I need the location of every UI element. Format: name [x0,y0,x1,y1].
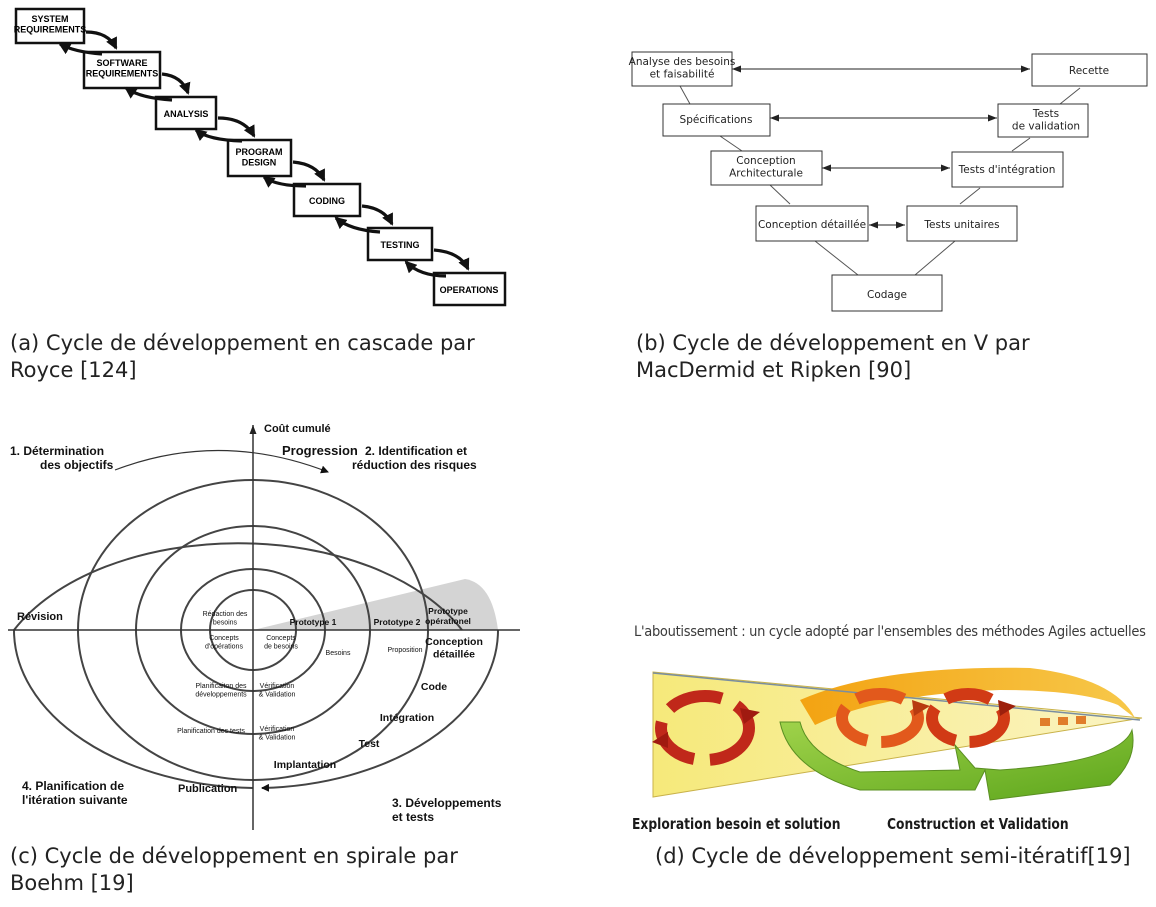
spiral-small-label: Planification des tests [177,728,245,735]
phase-implantation: Implantation [274,759,336,771]
agile-title: L'aboutissement : un cycle adopté par l'… [634,624,1146,640]
v-step-tests-integration: Tests d'intégration [958,164,1056,176]
spiral-publication: Publication [178,783,238,795]
caption-spiral: (c) Cycle de développement en spirale pa… [10,844,458,895]
waterfall-step-operations: OPERATIONS [432,271,507,307]
phase-integration: Intégration [380,712,434,724]
semi-iterative-diagram [652,667,1143,801]
svg-text:ANALYSIS: ANALYSIS [164,109,209,119]
green-cycle-band [779,721,1134,801]
v-step-codage: Codage [867,289,907,301]
caption-waterfall: (a) Cycle de développement en cascade pa… [10,331,475,382]
orange-cycle-band [800,667,1135,725]
v-step-recette: Recette [1069,65,1109,77]
spiral-progression: Progression [282,443,358,458]
agile-label-exploration: Exploration besoin et solution [632,815,841,833]
red-cycle-icon [652,690,760,766]
spiral-axis-label: Coût cumulé [264,423,331,435]
waterfall-step-analysis: ANALYSIS [154,95,218,131]
v-step-tests-unitaires: Tests unitaires [923,219,999,231]
spiral-small-label: Vérification& Validation [259,726,296,741]
waterfall-step-testing: TESTING [366,226,434,262]
prototype-2: Prototype 2 [374,617,421,627]
spiral-diagram: Coût cumulé Progression 1. Détermination… [8,423,520,830]
spiral-small-label: Besoins [326,650,351,657]
square-dots [1040,716,1086,726]
prototype-1: Prototype 1 [290,617,337,627]
svg-text:OPERATIONS: OPERATIONS [440,285,499,295]
svg-text:TESTING: TESTING [380,240,419,250]
red-orange-cycle-icon [926,688,1016,748]
v-step-specifications: Spécifications [680,114,753,126]
waterfall-arrows [58,30,470,278]
svg-text:CODING: CODING [309,196,345,206]
caption-semi-iterative: (d) Cycle de développement semi-itératif… [655,844,1131,868]
v-model-links [679,85,1081,276]
phase-code: Code [421,681,447,693]
spiral-small-label: Proposition [387,647,422,654]
caption-v-model: (b) Cycle de développement en V par MacD… [636,331,1030,382]
v-step-conception-detaillee: Conception détaillée [758,219,866,231]
spiral-small-label: Vérification& Validation [259,683,296,698]
agile-label-construction: Construction et Validation [887,815,1069,833]
phase-test: Test [359,738,380,750]
spiral-revision: Révision [17,611,63,623]
orange-cycle-icon [836,688,930,748]
prototype-shaded-wedge [253,579,498,630]
waterfall-step-coding: CODING [292,182,362,218]
